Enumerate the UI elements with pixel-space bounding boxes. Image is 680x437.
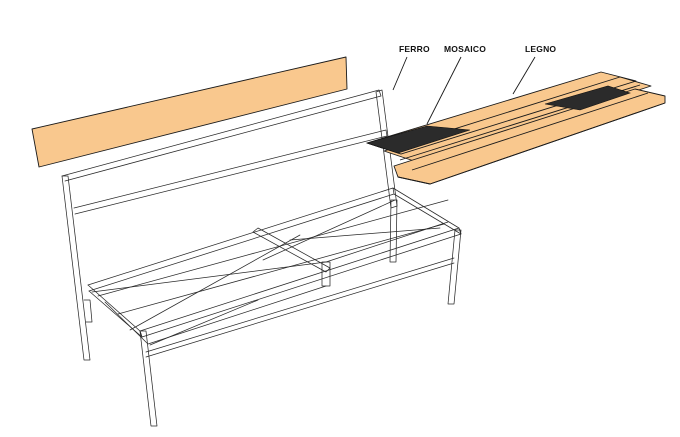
label-legno: LEGNO (525, 44, 556, 54)
mosaic-inlay-right (544, 85, 631, 111)
leader-lines (392, 56, 536, 125)
leader-mosaico (426, 56, 462, 125)
backrest-board (31, 56, 348, 168)
iron-frame (61, 89, 462, 427)
label-ferro: FERRO (399, 44, 430, 54)
leader-legno (512, 56, 536, 95)
mosaic-inlays (365, 85, 631, 154)
mosaic-inlay-left (365, 125, 471, 154)
leader-ferro (392, 56, 408, 91)
label-mosaico: MOSAICO (444, 44, 486, 54)
